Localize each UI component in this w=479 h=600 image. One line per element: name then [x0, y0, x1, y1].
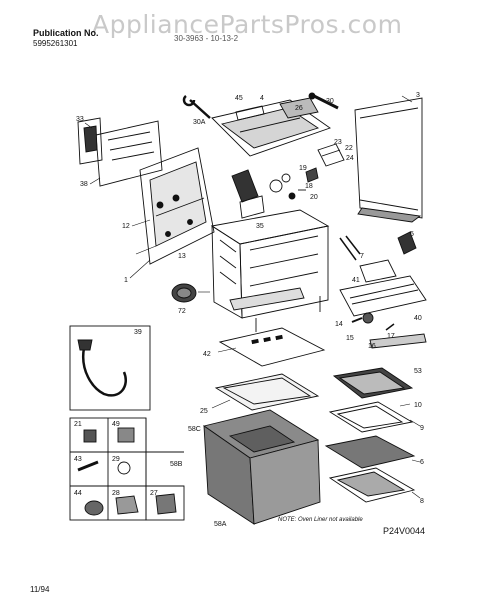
- broiler-tray: [339, 259, 427, 317]
- callout-13: 13: [178, 253, 186, 260]
- callout-58C: 58C: [188, 426, 201, 433]
- callout-16: 16: [368, 343, 376, 350]
- callout-10: 10: [414, 402, 422, 409]
- leader-lines: [84, 95, 421, 499]
- callout-49: 49: [112, 421, 120, 428]
- diagram-code: P24V0044: [383, 526, 426, 536]
- callout-26: 26: [295, 105, 303, 112]
- callout-30: 30: [326, 98, 334, 105]
- callout-29: 29: [112, 456, 120, 463]
- hardware-grid: [69, 417, 185, 521]
- callout-35: 35: [256, 223, 264, 230]
- callout-17: 17: [387, 333, 395, 340]
- callout-21: 21: [74, 421, 82, 428]
- publication-date: 11/94: [30, 585, 50, 594]
- callout-43: 43: [74, 456, 82, 463]
- bottom-panel-42: [218, 327, 326, 367]
- callout-5: 5: [410, 231, 414, 238]
- callout-12: 12: [122, 223, 130, 230]
- oven-cavity: [210, 209, 330, 332]
- callout-25: 25: [200, 408, 208, 415]
- bracket-53: [369, 333, 427, 349]
- callout-58B: 58B: [170, 461, 183, 468]
- callout-53: 53: [414, 368, 422, 375]
- callout-27: 27: [150, 490, 158, 497]
- callout-39: 39: [134, 329, 142, 336]
- oven-bottom-25: [214, 373, 320, 411]
- inset-cord: [69, 325, 151, 411]
- oven-liner-note: NOTE: Oven Liner not available: [278, 517, 363, 523]
- callout-8: 8: [420, 498, 424, 505]
- publication-number: 5995261301: [33, 39, 78, 48]
- side-panel: [139, 147, 215, 265]
- insulation-blanket: [202, 409, 321, 525]
- callout-28: 28: [112, 490, 120, 497]
- callout-23: 23: [334, 139, 342, 146]
- callout-72: 72: [178, 308, 186, 315]
- callout-45: 45: [235, 95, 243, 102]
- knob-72: [171, 283, 197, 303]
- callout-42: 42: [203, 351, 211, 358]
- control-panel: [211, 97, 331, 157]
- callout-33: 33: [76, 116, 84, 123]
- wrench-parts: [182, 92, 339, 119]
- back-panel-3: [354, 97, 423, 223]
- burner-assembly: [231, 169, 306, 219]
- igniter-parts: [339, 231, 417, 261]
- watermark-text: AppliancePartsPros.com: [92, 10, 403, 39]
- callout-44: 44: [74, 490, 82, 497]
- valve-parts: [351, 312, 395, 331]
- callout-14: 14: [335, 321, 343, 328]
- oven-racks: [324, 367, 416, 503]
- model-text: 30-3963 - 10-13-2: [174, 34, 239, 43]
- callout-24: 24: [346, 155, 354, 162]
- callout-19: 19: [299, 165, 307, 172]
- callout-18: 18: [305, 183, 313, 190]
- callout-15: 15: [346, 335, 354, 342]
- callout-7: 7: [360, 253, 364, 260]
- callout-22: 22: [345, 145, 353, 152]
- bracket-parts: [305, 143, 345, 183]
- callout-40: 40: [414, 315, 422, 322]
- callout-6: 6: [420, 459, 424, 466]
- callout-3: 3: [416, 92, 420, 99]
- callout-38: 38: [80, 181, 88, 188]
- callout-30A: 30A: [193, 119, 206, 126]
- callout-58A: 58A: [214, 521, 227, 528]
- callout-20: 20: [310, 194, 318, 201]
- callout-9: 9: [420, 425, 424, 432]
- callout-1: 1: [124, 277, 128, 284]
- rear-panel: [77, 117, 163, 187]
- publication-label: Publication No.: [33, 28, 99, 38]
- callout-4: 4: [260, 95, 264, 102]
- callout-41: 41: [352, 277, 360, 284]
